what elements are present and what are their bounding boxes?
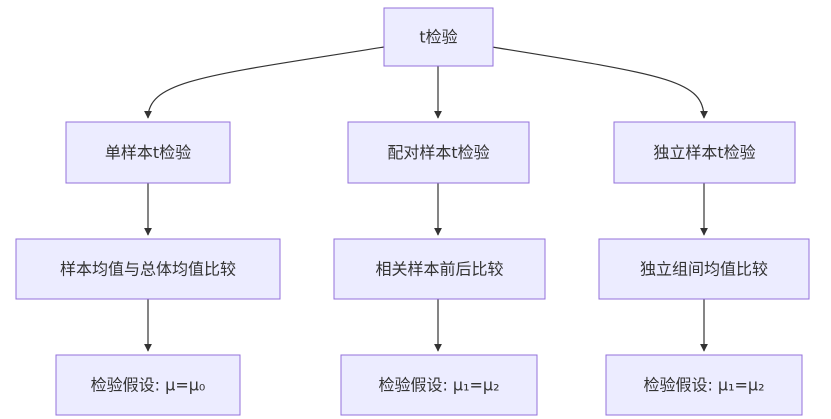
edge-root-to-independent: [491, 46, 708, 119]
node-paired-hyp-label: 检验假设: μ₁=μ₂: [378, 376, 499, 395]
node-independent: 独立样本t检验: [613, 121, 796, 184]
node-independent-box: [613, 121, 796, 184]
node-independent-hyp-box: [605, 354, 803, 416]
node-one-sample-label: 单样本t检验: [105, 143, 191, 162]
node-paired-hyp-box: [340, 354, 538, 416]
node-paired-hyp: 检验假设: μ₁=μ₂: [340, 354, 538, 416]
node-one-sample-box: [65, 121, 231, 184]
node-independent-hyp: 检验假设: μ₁=μ₂: [605, 354, 803, 416]
node-independent-label: 独立样本t检验: [653, 143, 755, 162]
node-one-sample-hyp-label: 检验假设: μ=μ₀: [91, 376, 206, 395]
node-independent-desc-label: 独立组间均值比较: [640, 260, 768, 279]
node-paired-desc-label: 相关样本前后比较: [375, 260, 503, 279]
node-one-sample-hyp: 检验假设: μ=μ₀: [55, 354, 241, 416]
node-independent-desc-box: [598, 238, 810, 300]
edges: [144, 46, 708, 352]
node-paired-box: [347, 121, 530, 184]
node-root-label: t检验: [419, 28, 457, 47]
node-paired: 配对样本t检验: [347, 121, 530, 184]
node-root: t检验: [383, 7, 494, 67]
node-one-sample-desc-label: 样本均值与总体均值比较: [60, 260, 236, 279]
edge-root-to-one-sample: [144, 46, 385, 119]
node-one-sample: 单样本t检验: [65, 121, 231, 184]
node-independent-hyp-label: 检验假设: μ₁=μ₂: [643, 376, 764, 395]
node-paired-desc-box: [333, 238, 546, 300]
node-one-sample-desc-box: [15, 238, 281, 300]
node-root-box: [383, 7, 494, 67]
node-one-sample-desc: 样本均值与总体均值比较: [15, 238, 281, 300]
node-paired-desc: 相关样本前后比较: [333, 238, 546, 300]
node-one-sample-hyp-box: [55, 354, 241, 416]
node-paired-label: 配对样本t检验: [387, 143, 489, 162]
node-independent-desc: 独立组间均值比较: [598, 238, 810, 300]
